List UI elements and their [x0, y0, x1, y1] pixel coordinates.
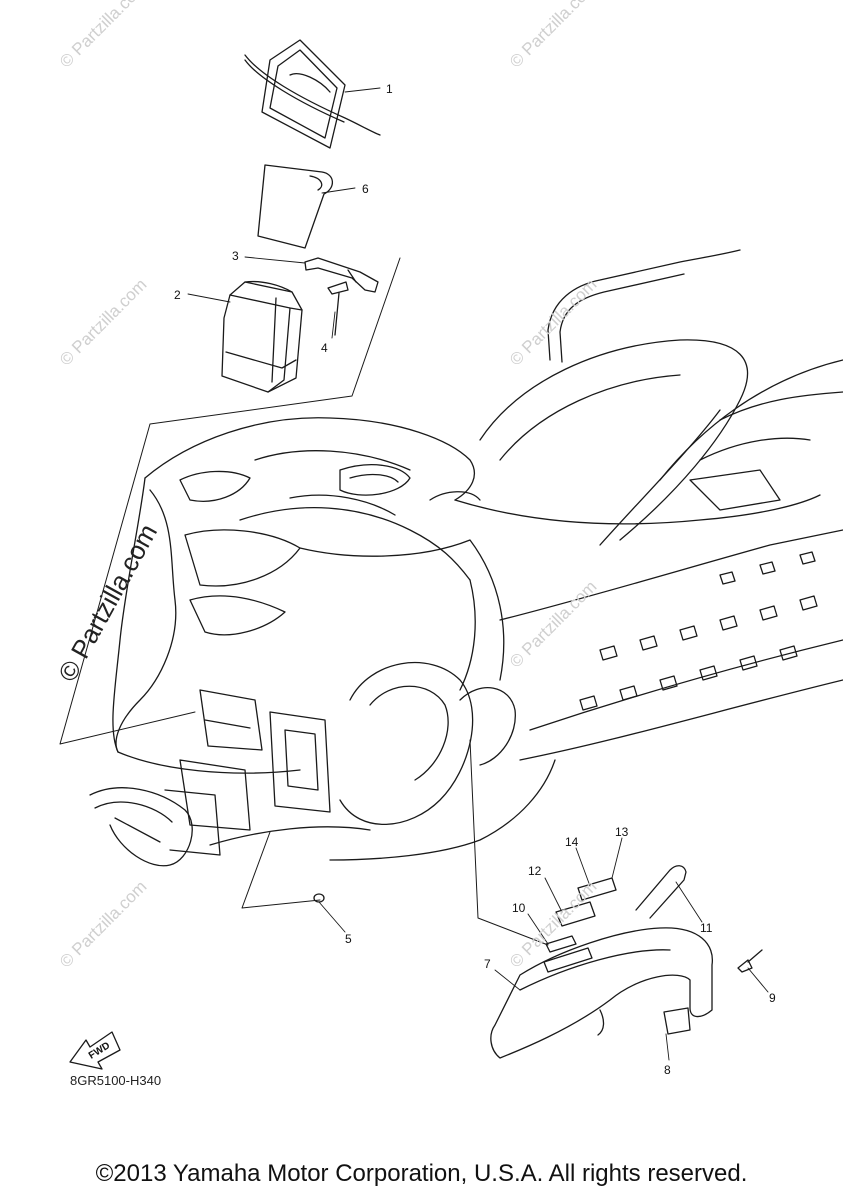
callout-13: 13	[615, 825, 629, 839]
callout-4: 4	[321, 341, 328, 355]
part-9-bolt	[737, 949, 763, 973]
part-10-bracket	[545, 935, 577, 953]
part-3-bracket	[304, 257, 379, 293]
fwd-label: FWD	[87, 1040, 112, 1061]
diagram-code: 8GR5100-H340	[70, 1073, 162, 1088]
part-1-cover	[244, 39, 381, 149]
callout-10: 10	[512, 901, 526, 915]
callout-8: 8	[664, 1063, 671, 1077]
callout-3: 3	[232, 249, 239, 263]
callout-9: 9	[769, 991, 776, 1005]
callout-11: 11	[700, 921, 713, 935]
callout-1: 1	[386, 82, 393, 96]
callout-12: 12	[528, 864, 542, 878]
callout-14: 14	[565, 835, 579, 849]
part-4-bolt	[327, 281, 349, 336]
part-2-toolbag	[221, 280, 303, 393]
part-14-decal	[577, 877, 617, 901]
copyright-text: ©2013 Yamaha Motor Corporation, U.S.A. A…	[95, 1160, 748, 1187]
part-11-strap	[635, 865, 687, 919]
part-6-plate	[257, 164, 334, 249]
callout-6: 6	[362, 182, 369, 196]
snowmobile-body	[89, 249, 843, 867]
part-8-plate	[663, 1007, 691, 1035]
part-7-flap	[490, 927, 714, 1059]
part-5-washer	[313, 893, 325, 903]
callout-7: 7	[484, 957, 491, 971]
part-12-decal	[555, 901, 596, 927]
callout-5: 5	[345, 932, 352, 946]
assembly-outline	[59, 257, 401, 745]
callout-2: 2	[174, 288, 181, 302]
fwd-arrow-icon	[69, 1031, 121, 1070]
